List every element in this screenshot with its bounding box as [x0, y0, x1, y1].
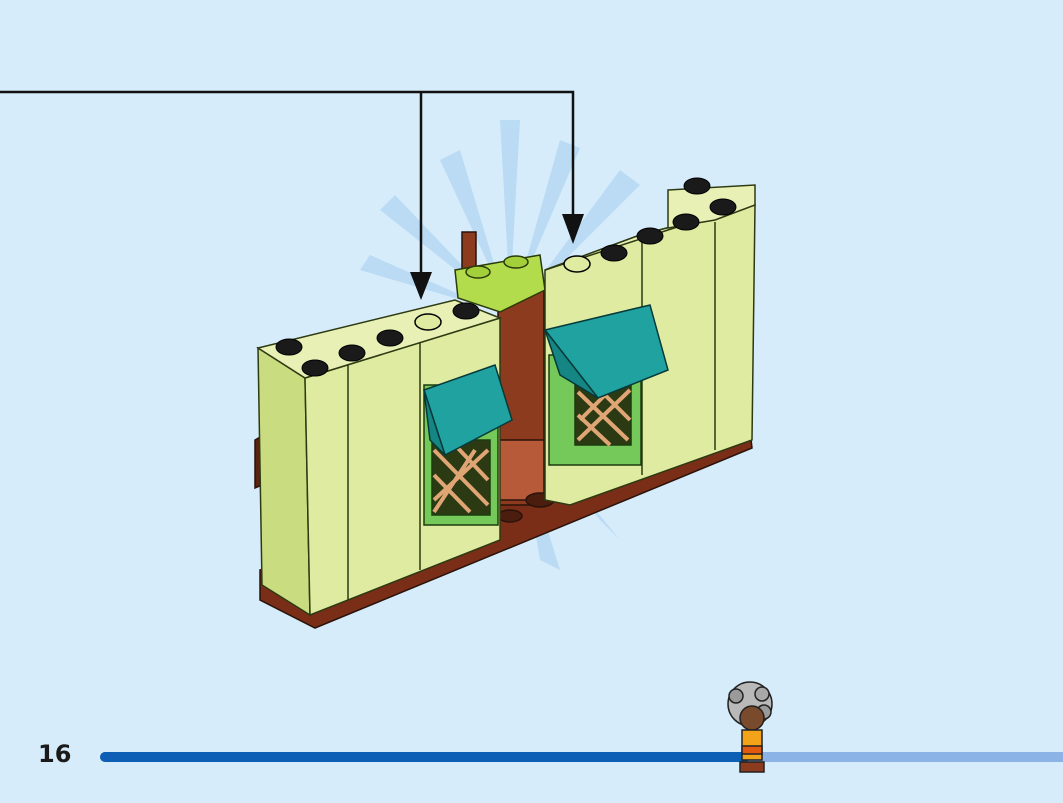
arrow-head-icon — [410, 214, 584, 300]
lime-plate — [454, 254, 546, 313]
studs-left — [275, 302, 480, 377]
minifigure-icon — [727, 681, 773, 773]
studs-right — [600, 177, 737, 262]
page-number: 16 — [38, 740, 72, 768]
new-stud-right — [563, 255, 591, 273]
new-stud-left — [414, 313, 442, 331]
left-awning — [423, 364, 513, 457]
progress-bar — [100, 752, 1063, 762]
callout-arrow-icon — [0, 90, 575, 278]
right-awning — [543, 304, 669, 399]
tree-trunk — [461, 231, 555, 523]
progress-fill — [100, 752, 751, 762]
